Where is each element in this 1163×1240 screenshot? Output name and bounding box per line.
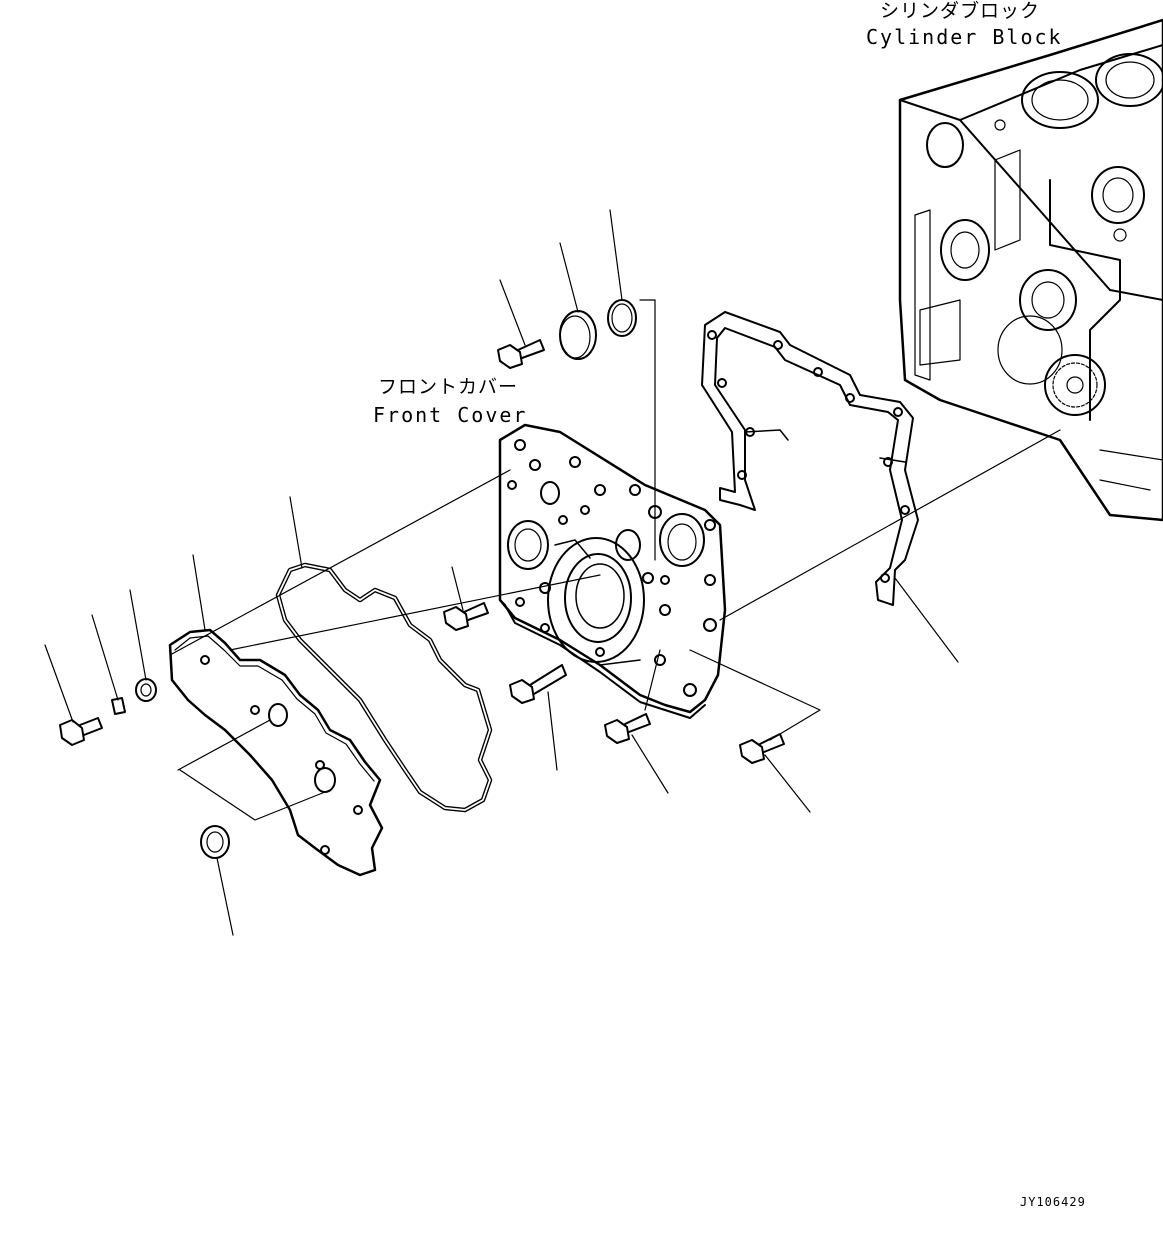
rubber-gasket — [275, 562, 493, 813]
dowel-pin — [111, 697, 126, 715]
bolt — [497, 339, 545, 369]
collar — [135, 678, 157, 702]
front-cover-label-jp: フロントカバー — [378, 376, 519, 398]
drawing-number: JY106429 — [1020, 1195, 1086, 1209]
oil-seal — [200, 825, 230, 859]
cover-cap — [559, 310, 597, 360]
front-cover-label-en: Front Cover — [373, 403, 528, 427]
bolt — [739, 733, 785, 764]
front-cover — [498, 423, 727, 719]
bolt — [59, 717, 103, 746]
cylinder-block — [898, 18, 1163, 522]
bolt — [604, 713, 651, 744]
bolt — [509, 664, 567, 704]
cover-plate — [168, 628, 384, 877]
cylinder-block-label-jp: シリンダブロック — [880, 0, 1041, 22]
bolt — [443, 602, 489, 631]
leader-lines — [44, 209, 1061, 936]
front-cover-gasket — [701, 311, 919, 606]
o-ring — [607, 299, 637, 337]
cylinder-block-label-en: Cylinder Block — [866, 25, 1063, 49]
